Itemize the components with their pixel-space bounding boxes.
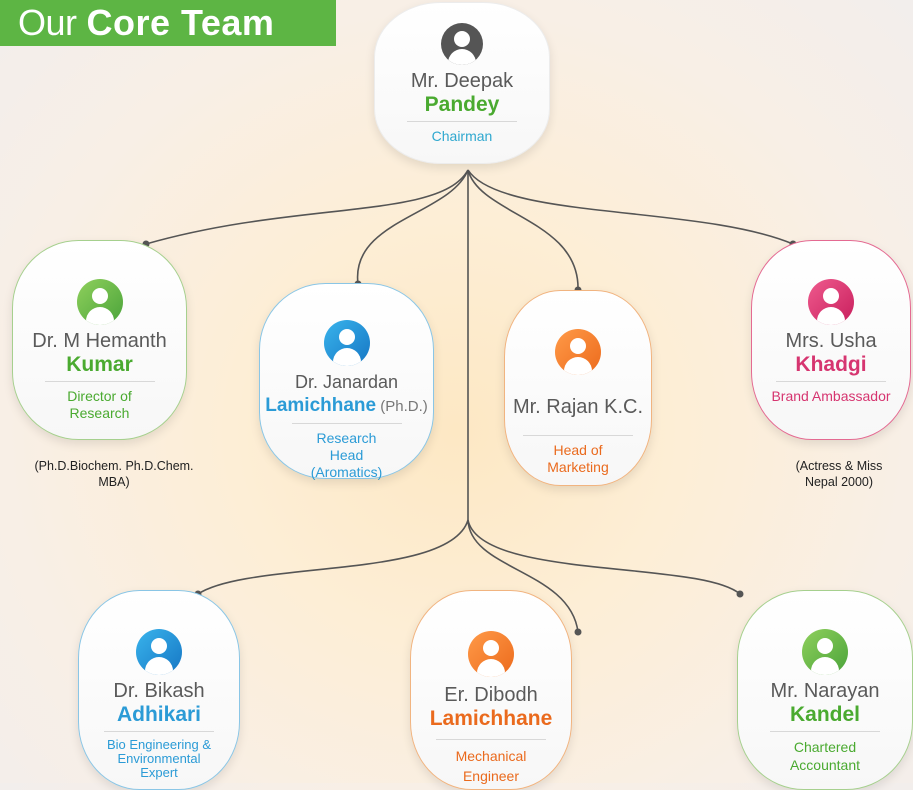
member-name: Mr. Rajan K.C. xyxy=(512,396,644,418)
member-last-name-row: Lamichhane (Ph.D.) xyxy=(260,394,433,419)
member-note: (Actress & Miss Nepal 2000) xyxy=(795,459,883,489)
member-note: (Ph.D.Biochem. Ph.D.Chem. MBA) xyxy=(34,459,194,489)
user-avatar-icon xyxy=(808,279,854,325)
link-kumar xyxy=(145,169,469,245)
member-last-name: Adhikari xyxy=(116,703,202,726)
member-role: Bio Engineering & Environmental Expert xyxy=(106,737,212,780)
card-kumar: Dr. M Hemanth Kumar Director of Research xyxy=(12,240,187,440)
member-first-name: Mr. Narayan xyxy=(770,680,880,702)
user-avatar-icon xyxy=(802,629,848,675)
member-role: Head of Marketing xyxy=(547,442,609,475)
link-dibodh xyxy=(467,519,579,633)
user-avatar-icon xyxy=(136,629,182,675)
user-avatar-icon xyxy=(76,279,123,325)
link-usha xyxy=(467,169,794,245)
member-first-name: Dr. Janardan xyxy=(294,372,399,392)
member-last-name: Pandey xyxy=(424,93,500,116)
member-role: Chartered Accountant xyxy=(789,739,861,773)
title-prefix: Our xyxy=(18,2,77,43)
member-role: Director of Research xyxy=(67,388,132,421)
card-rajan: Mr. Rajan K.C. Head of Marketing xyxy=(504,290,652,486)
member-role: Mechanical Engineer xyxy=(455,748,527,784)
member-first-name: Er. Dibodh xyxy=(444,684,538,706)
title-main: Core Team xyxy=(86,2,275,43)
member-first-name: Dr. M Hemanth xyxy=(32,330,167,352)
member-last-name: Kumar xyxy=(66,353,133,376)
member-last-name: Kandel xyxy=(789,703,860,726)
page-title-banner: Our Core Team xyxy=(0,0,336,46)
member-last-name: Lamichhane xyxy=(429,707,553,730)
member-last-name: Khadgi xyxy=(795,353,867,376)
link-bikash xyxy=(197,519,469,595)
member-role: Brand Ambassador xyxy=(771,388,891,404)
card-narayan: Mr. Narayan Kandel Chartered Accountant xyxy=(737,590,913,790)
card-dibodh: Er. Dibodh Lamichhane Mechanical Enginee… xyxy=(410,590,572,790)
member-first-name: Mrs. Usha xyxy=(785,330,877,352)
link-rajan xyxy=(467,169,579,291)
member-role: Chairman xyxy=(431,128,493,144)
member-first-name: Mr. Deepak xyxy=(410,70,514,92)
user-avatar-icon xyxy=(323,320,370,366)
link-janardan xyxy=(356,169,469,285)
member-first-name: Dr. Bikash xyxy=(113,680,205,702)
card-bikash: Dr. Bikash Adhikari Bio Engineering & En… xyxy=(78,590,240,790)
user-avatar-icon xyxy=(555,329,601,375)
card-usha: Mrs. Usha Khadgi Brand Ambassador xyxy=(751,240,911,440)
card-chairman: Mr. Deepak Pandey Chairman xyxy=(374,2,550,164)
user-avatar-icon xyxy=(441,23,483,65)
member-suffix: (Ph.D.) xyxy=(376,398,428,415)
link-narayan xyxy=(467,519,741,595)
card-janardan: Dr. Janardan Lamichhane (Ph.D.) Research… xyxy=(259,283,434,480)
member-last-name: Lamichhane xyxy=(265,395,377,416)
member-role: Research Head (Aromatics) xyxy=(310,430,383,480)
user-avatar-icon xyxy=(468,631,514,677)
